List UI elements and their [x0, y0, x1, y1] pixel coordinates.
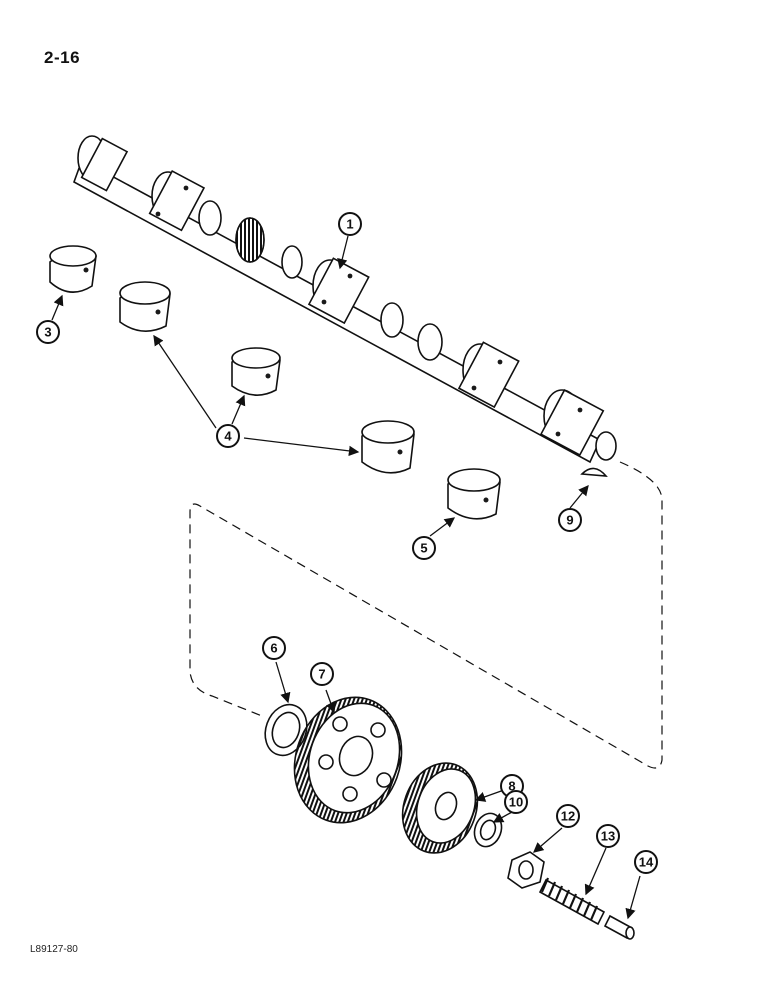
svg-text:12: 12: [561, 809, 575, 824]
callout-4: 4: [216, 424, 240, 448]
idler-gear: [401, 762, 479, 854]
svg-text:6: 6: [270, 641, 277, 656]
bushing-rear: [447, 468, 501, 520]
callout-3: 3: [36, 320, 60, 344]
bushing-intermediate-b: [231, 347, 281, 396]
svg-text:3: 3: [44, 325, 51, 340]
figure-code: L89127-80: [30, 944, 78, 955]
leader-lines: [51, 235, 641, 920]
svg-text:9: 9: [566, 513, 573, 528]
callout-1: 1: [338, 212, 362, 236]
svg-text:10: 10: [509, 795, 523, 810]
bushing-front: [49, 245, 97, 293]
svg-text:5: 5: [420, 541, 427, 556]
hex-nut: [507, 851, 545, 889]
callout-13: 13: [596, 824, 620, 848]
callout-12: 12: [556, 804, 580, 828]
camshaft-gear: [293, 696, 403, 824]
woodruff-key: [580, 467, 608, 477]
spring: [538, 877, 606, 926]
callout-10: 10: [504, 790, 528, 814]
svg-text:8: 8: [508, 779, 515, 794]
callout-6: 6: [262, 636, 286, 660]
bushing-intermediate-c: [361, 420, 415, 474]
callout-14: 14: [634, 850, 658, 874]
svg-text:13: 13: [601, 829, 615, 844]
callout-9: 9: [558, 508, 582, 532]
svg-text:7: 7: [318, 667, 325, 682]
callout-7: 7: [310, 662, 334, 686]
thrust-washer: [264, 703, 308, 757]
svg-text:14: 14: [639, 855, 654, 870]
camshaft: [73, 135, 617, 464]
plunger-pin: [603, 914, 635, 940]
assembly-path: [189, 461, 663, 769]
bushing-intermediate-a: [119, 281, 171, 332]
page-number: 2-16: [44, 48, 81, 67]
svg-text:1: 1: [346, 217, 353, 232]
svg-text:4: 4: [224, 429, 232, 444]
callout-5: 5: [412, 536, 436, 560]
